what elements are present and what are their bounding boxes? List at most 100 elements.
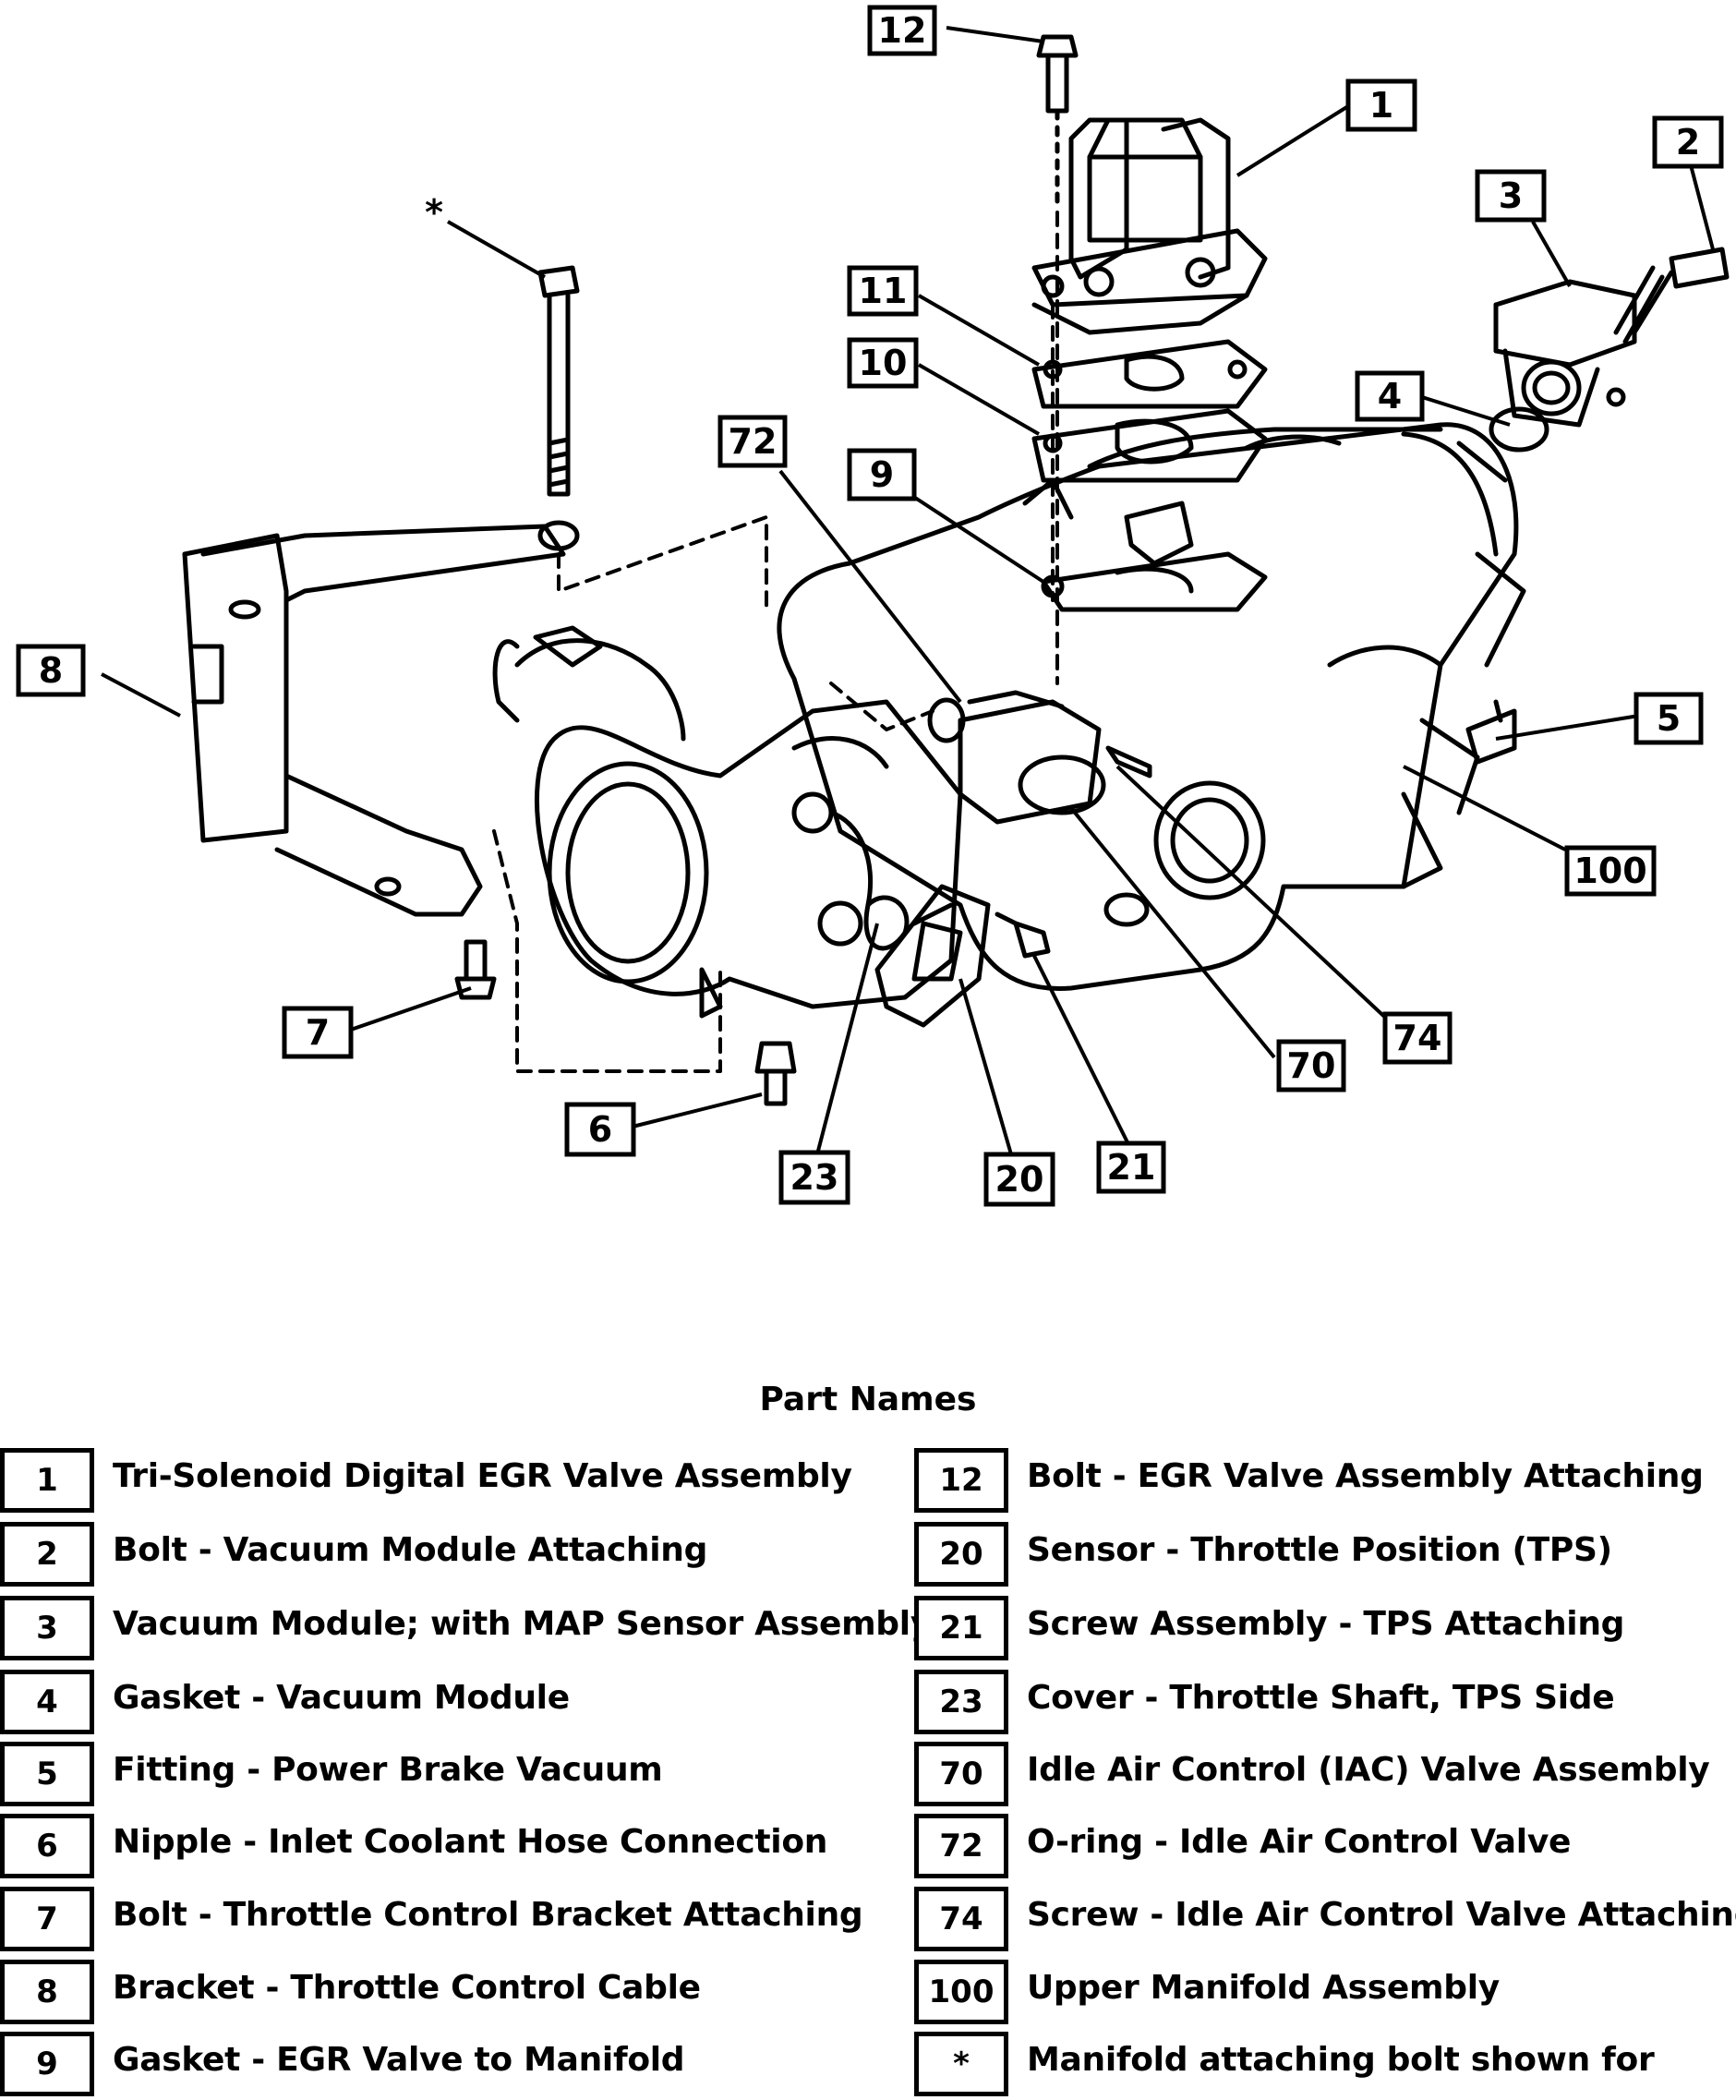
callout-8: 8: [16, 644, 86, 697]
vacuum-gasket-part: [1489, 406, 1549, 453]
tps-sensor-part: [874, 884, 991, 1028]
legend-row: 7 Bolt - Throttle Control Bracket Attachi…: [0, 1887, 886, 1955]
callout-2: 2: [1652, 115, 1724, 169]
legend-part-number: 4: [0, 1670, 94, 1734]
legend-part-name: Bolt - EGR Valve Assembly Attaching: [1027, 1457, 1704, 1495]
legend-part-number: 8: [0, 1960, 94, 2024]
callout-label: 3: [1499, 175, 1523, 216]
legend-row: 70 Idle Air Control (IAC) Valve Assembly: [914, 1742, 1727, 1810]
legend-row: 12 Bolt - EGR Valve Assembly Attaching: [914, 1448, 1727, 1516]
callout-74: 74: [1382, 1011, 1453, 1065]
legend-part-name: Bolt - Throttle Control Bracket Attachin…: [113, 1896, 863, 1934]
legend-part-number: *: [914, 2032, 1008, 2096]
callout-12: 12: [867, 5, 937, 56]
legend-part-name: Cover - Throttle Shaft, TPS Side: [1027, 1679, 1615, 1717]
callout-21: 21: [1096, 1141, 1166, 1194]
bracket-8-part: [182, 524, 566, 917]
legend-part-name: Gasket - Vacuum Module: [113, 1679, 570, 1717]
legend-part-number: 21: [914, 1596, 1008, 1660]
callout-9: 9: [847, 448, 917, 501]
callout-72: 72: [717, 415, 788, 468]
legend-part-number: 100: [914, 1960, 1008, 2024]
vacuum-module-part: [1493, 279, 1637, 428]
legend-part-name: Bracket - Throttle Control Cable: [113, 1969, 701, 2007]
throttle-body-part: [492, 625, 963, 1019]
legend-part-name: Screw Assembly - TPS Attaching: [1027, 1605, 1625, 1643]
legend-part-name: Manifold attaching bolt shown for: [1027, 2041, 1655, 2079]
callout-label: 12: [878, 10, 927, 51]
egr-valve-part: [1031, 117, 1268, 335]
fitting-5-part: [1465, 699, 1517, 765]
callout-label: 11: [859, 271, 908, 311]
legend-part-number: 70: [914, 1742, 1008, 1806]
callout-label: 72: [729, 421, 778, 462]
legend-part-name: Fitting - Power Brake Vacuum: [113, 1751, 663, 1789]
legend-part-number: 1: [0, 1448, 94, 1513]
callout-label: 10: [859, 343, 908, 383]
legend-row: 72 O-ring - Idle Air Control Valve: [914, 1814, 1727, 1882]
legend-row: * Manifold attaching bolt shown for: [914, 2032, 1727, 2100]
callout-label: 6: [588, 1109, 612, 1150]
legend-part-name: Screw - Idle Air Control Valve Attaching: [1027, 1896, 1736, 1934]
callout-label: 70: [1287, 1045, 1336, 1086]
callout-label: 2: [1676, 122, 1700, 163]
callout-label: 21: [1107, 1147, 1156, 1188]
screw-21-part: [995, 911, 1051, 959]
callout-label: *: [425, 192, 443, 233]
legend-part-number: 7: [0, 1887, 94, 1951]
iac-valve-part: [958, 690, 1106, 825]
legend-part-name: Upper Manifold Assembly: [1027, 1969, 1500, 2007]
legend-row: 6 Nipple - Inlet Coolant Hose Connection: [0, 1814, 886, 1882]
legend-part-number: 5: [0, 1742, 94, 1806]
callout-5: 5: [1634, 692, 1704, 745]
callout-label: 8: [39, 650, 63, 691]
bolt-12-part: [1036, 34, 1079, 206]
legend-part-number: 72: [914, 1814, 1008, 1878]
callout-label: 100: [1573, 851, 1646, 891]
legend-row: 2 Bolt - Vacuum Module Attaching: [0, 1522, 886, 1590]
callout-label: 7: [306, 1012, 330, 1053]
callout-70: 70: [1276, 1039, 1346, 1092]
legend-title: Part Names: [759, 1381, 977, 1418]
callout-7: 7: [282, 1006, 354, 1059]
tps-cover-part: [863, 895, 910, 951]
legend-part-name: Vacuum Module; with MAP Sensor Assembly: [113, 1605, 932, 1643]
legend-part-name: Gasket - EGR Valve to Manifold: [113, 2041, 685, 2079]
legend-part-name: Nipple - Inlet Coolant Hose Connection: [113, 1823, 828, 1861]
egr-gasket-9: [1041, 501, 1268, 612]
screw-74-part: [1105, 745, 1152, 778]
legend-part-number: 2: [0, 1522, 94, 1587]
legend-part-number: 6: [0, 1814, 94, 1878]
egr-gasket-11: [1031, 339, 1268, 409]
callout-label: 9: [870, 454, 894, 495]
legend-row: 9 Gasket - EGR Valve to Manifold: [0, 2032, 886, 2100]
callout-label: 23: [790, 1157, 839, 1198]
legend-part-name: Idle Air Control (IAC) Valve Assembly: [1027, 1751, 1710, 1789]
legend-part-number: 9: [0, 2032, 94, 2096]
legend-part-number: 23: [914, 1670, 1008, 1734]
callout-100: 100: [1564, 845, 1657, 897]
legend-row: 4 Gasket - Vacuum Module: [0, 1670, 886, 1738]
callout-star: *: [425, 192, 443, 233]
manifold-bolt-star-part: [537, 265, 580, 551]
callout-1: 1: [1345, 78, 1417, 132]
legend-row: 20 Sensor - Throttle Position (TPS): [914, 1522, 1727, 1590]
legend-part-number: 20: [914, 1522, 1008, 1587]
callout-6: 6: [564, 1102, 636, 1157]
legend-part-name: O-ring - Idle Air Control Valve: [1027, 1823, 1572, 1861]
callout-10: 10: [847, 337, 919, 389]
legend-part-name: Sensor - Throttle Position (TPS): [1027, 1531, 1612, 1569]
callout-label: 4: [1378, 376, 1402, 416]
callout-label: 5: [1657, 698, 1681, 739]
callout-4: 4: [1355, 370, 1425, 422]
legend-row: 5 Fitting - Power Brake Vacuum: [0, 1742, 886, 1810]
legend-row: 100 Upper Manifold Assembly: [914, 1960, 1727, 2028]
callout-label: 1: [1369, 85, 1393, 126]
legend-part-name: Bolt - Vacuum Module Attaching: [113, 1531, 708, 1569]
legend-part-number: 12: [914, 1448, 1008, 1513]
callout-23: 23: [778, 1150, 850, 1205]
